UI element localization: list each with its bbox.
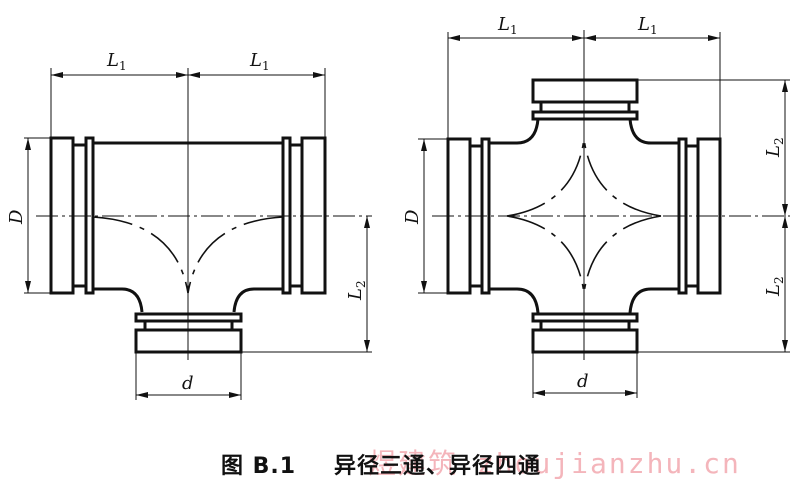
tee-l2-label: L2	[345, 280, 368, 301]
tee-l1-right-label: L1	[249, 50, 270, 73]
reducing-cross-drawing: L1 L1 D L2 L2 d	[402, 14, 790, 398]
reducing-tee-drawing: L1 L1 D L2 d	[6, 50, 372, 400]
figure-number: 图 B.1	[221, 454, 297, 479]
cross-bottom-branch-flange	[531, 312, 639, 354]
tee-d-branch-dimension: d	[135, 352, 242, 400]
tee-flow-curves	[92, 216, 284, 294]
tee-d-outer-dimension: D	[6, 137, 51, 294]
cross-d-outer-dimension: D	[402, 138, 448, 294]
cross-body	[489, 118, 679, 314]
cross-top-branch-flange	[531, 78, 639, 121]
cross-l2-dimension: L2 L2	[637, 79, 790, 353]
cross-d-outer-label: D	[402, 209, 423, 225]
tee-l1-dimension: L1 L1	[50, 50, 326, 138]
cross-l1-right-label: L1	[637, 14, 658, 37]
figure-title: 异径三通、异径四通	[334, 454, 542, 479]
watermark: 煜建筑 zhoujianzhu.cn	[368, 447, 741, 480]
tee-l2-dimension: L2	[241, 216, 372, 353]
tee-l1-left-label: L1	[106, 50, 127, 73]
cross-d-branch-label: d	[577, 371, 589, 392]
cross-l2-bottom-label: L2	[763, 276, 786, 297]
cross-d-branch-dimension: d	[532, 352, 638, 398]
cross-flow-curves	[506, 138, 662, 294]
tee-d-outer-label: D	[6, 209, 27, 225]
cross-l2-top-label: L2	[763, 137, 786, 158]
cross-l1-dimension: L1 L1	[447, 14, 721, 139]
tee-d-branch-label: d	[182, 373, 194, 394]
cross-l1-left-label: L1	[497, 14, 518, 37]
